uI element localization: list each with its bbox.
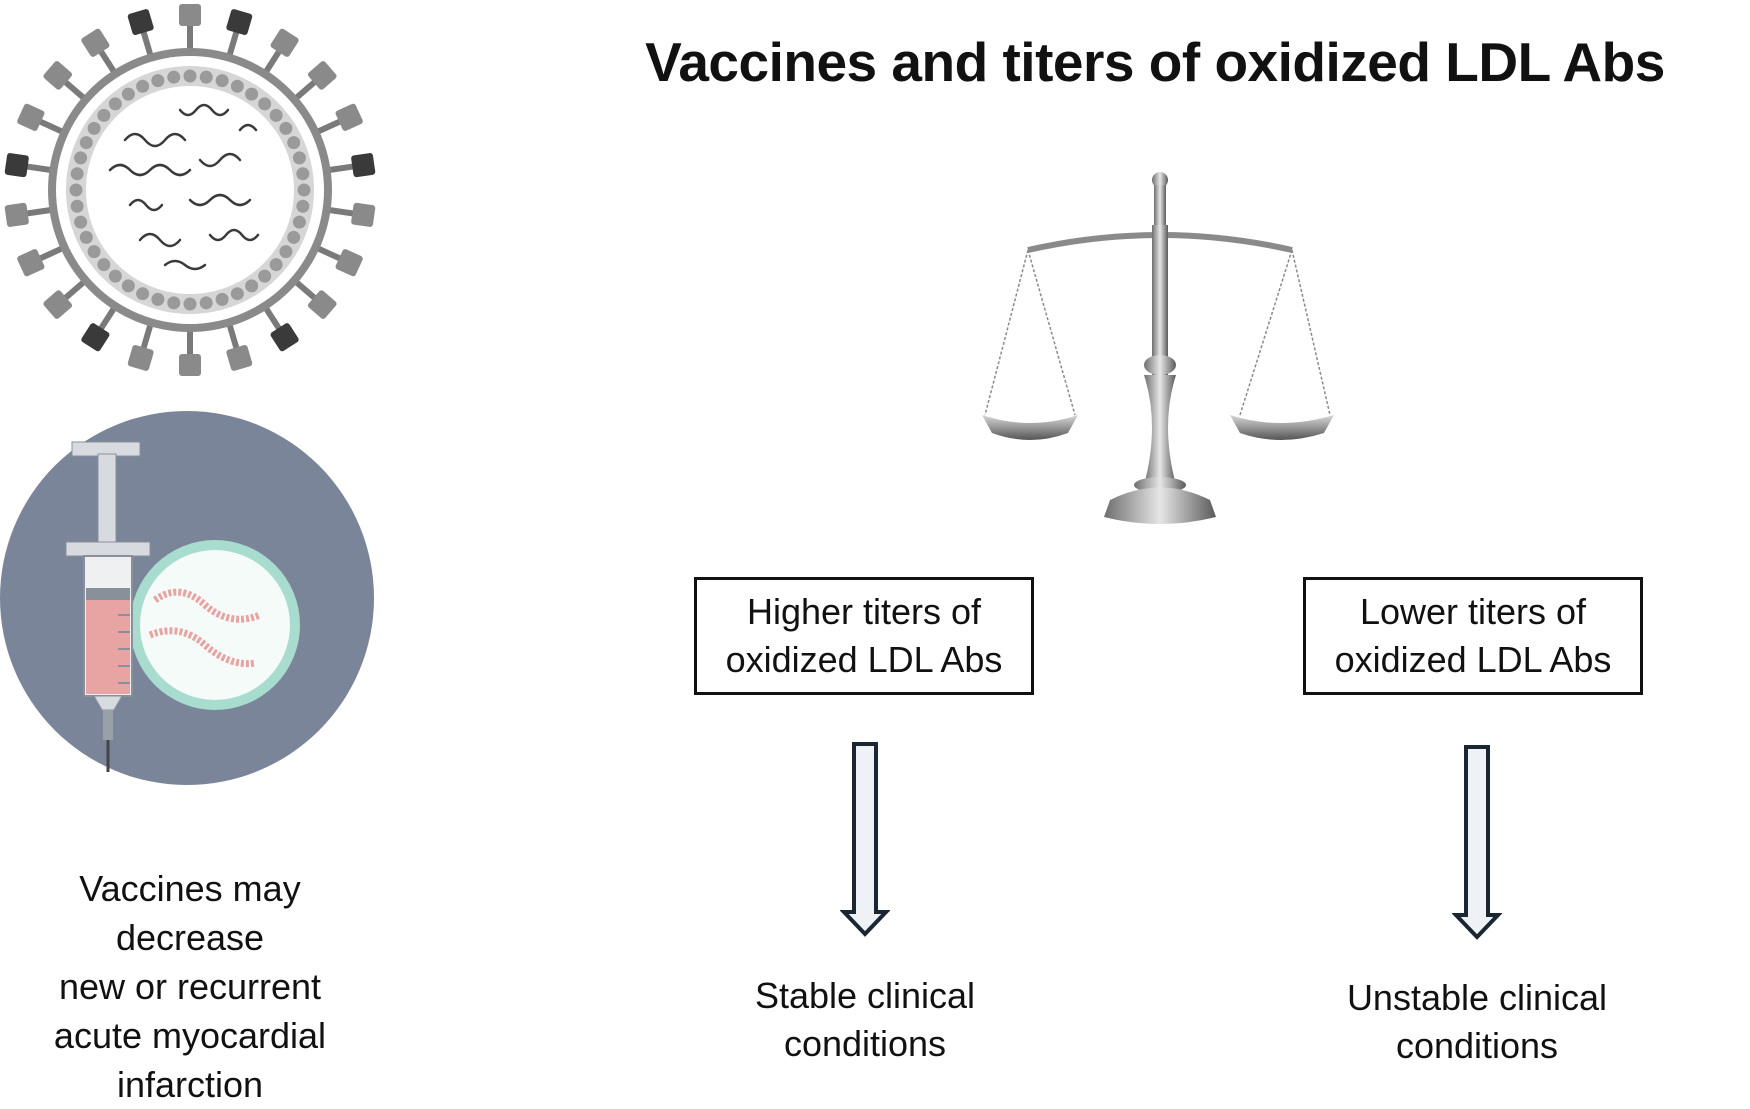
lower-titers-box: Lower titers of oxidized LDL Abs xyxy=(1303,577,1643,695)
higher-titers-box: Higher titers of oxidized LDL Abs xyxy=(694,577,1034,695)
outcome-line: conditions xyxy=(783,1023,947,1064)
box-line: Higher titers of xyxy=(746,591,982,632)
virus-icon xyxy=(4,4,376,376)
caption-line: decrease xyxy=(115,917,265,958)
unstable-outcome-label: Unstable clinical conditions xyxy=(1300,974,1654,1070)
caption-line: new or recurrent xyxy=(58,966,322,1007)
outcome-line: conditions xyxy=(1395,1025,1559,1066)
outcome-line: Unstable clinical xyxy=(1346,977,1608,1018)
caption-line: infarction xyxy=(116,1064,264,1105)
down-arrow-icon xyxy=(840,742,890,937)
down-arrow-icon xyxy=(1452,745,1502,940)
vaccine-effect-caption: Vaccines may decrease new or recurrent a… xyxy=(0,864,380,1109)
caption-line: acute myocardial xyxy=(53,1015,327,1056)
box-line: Lower titers of xyxy=(1359,591,1587,632)
vaccine-syringe-icon xyxy=(0,411,374,785)
page-title: Vaccines and titers of oxidized LDL Abs xyxy=(645,31,1665,93)
box-line: oxidized LDL Abs xyxy=(725,639,1003,680)
box-line: oxidized LDL Abs xyxy=(1334,639,1612,680)
stable-outcome-label: Stable clinical conditions xyxy=(700,972,1030,1068)
balance-scale-icon xyxy=(982,172,1334,524)
outcome-line: Stable clinical xyxy=(754,975,976,1016)
caption-line: Vaccines may xyxy=(79,868,301,909)
